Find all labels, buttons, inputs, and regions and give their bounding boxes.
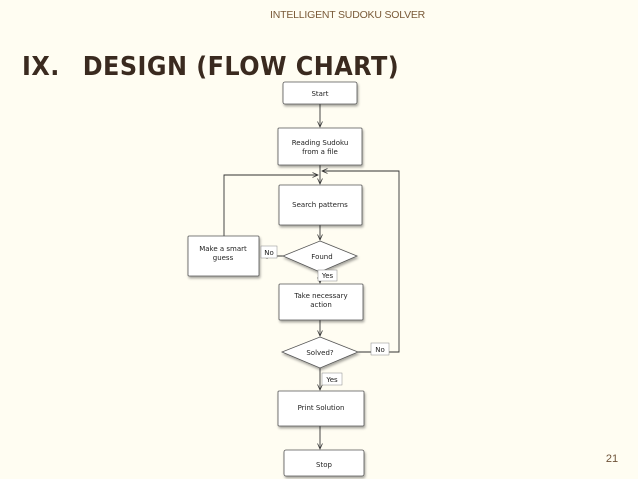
- node-solved: Solved?: [280, 336, 360, 369]
- node-read-line1: Reading Sudoku: [292, 139, 349, 147]
- section-number: IX.: [22, 52, 60, 82]
- node-guess: Make a smart guess: [187, 235, 260, 277]
- node-stop: Stop: [283, 449, 365, 477]
- node-found-label: Found: [311, 253, 332, 261]
- node-solved-label: Solved?: [306, 349, 334, 357]
- node-search-label: Search patterns: [292, 201, 348, 209]
- edge-label-solved-yes: Yes: [321, 372, 343, 386]
- node-guess-line1: Make a smart: [199, 245, 247, 253]
- node-guess-line2: guess: [213, 254, 234, 262]
- slide-title-text: DESIGN (FLOW CHART): [82, 52, 400, 82]
- node-action-line1: Take necessary: [293, 292, 347, 300]
- page-number: 21: [605, 453, 619, 465]
- edge-label-found-yes-text: Yes: [321, 272, 334, 280]
- node-stop-label: Stop: [316, 461, 332, 469]
- edge-guess-search: [223, 175, 318, 236]
- node-print-label: Print Solution: [298, 404, 345, 412]
- presentation-title: INTELLIGENT SUDOKU SOLVER: [270, 9, 426, 21]
- slide-title: IX. DESIGN (FLOW CHART): [22, 52, 399, 82]
- node-start-label: Start: [311, 90, 328, 98]
- node-search: Search patterns: [278, 184, 363, 226]
- edge-label-solved-no: No: [370, 342, 390, 356]
- node-print: Print Solution: [277, 390, 365, 427]
- node-start: Start: [282, 81, 358, 105]
- edge-label-found-no-text: No: [264, 249, 274, 257]
- node-read: Reading Sudoku from a file: [277, 127, 363, 166]
- edge-label-found-no: No: [260, 245, 278, 259]
- node-found: Found: [281, 240, 359, 273]
- node-read-line2: from a file: [302, 148, 338, 156]
- node-action: Take necessary action: [278, 283, 364, 321]
- node-action-line2: action: [310, 301, 332, 309]
- edge-label-solved-yes-text: Yes: [325, 376, 338, 384]
- edge-label-found-yes: Yes: [317, 269, 338, 282]
- edge-label-solved-no-text: No: [375, 346, 385, 354]
